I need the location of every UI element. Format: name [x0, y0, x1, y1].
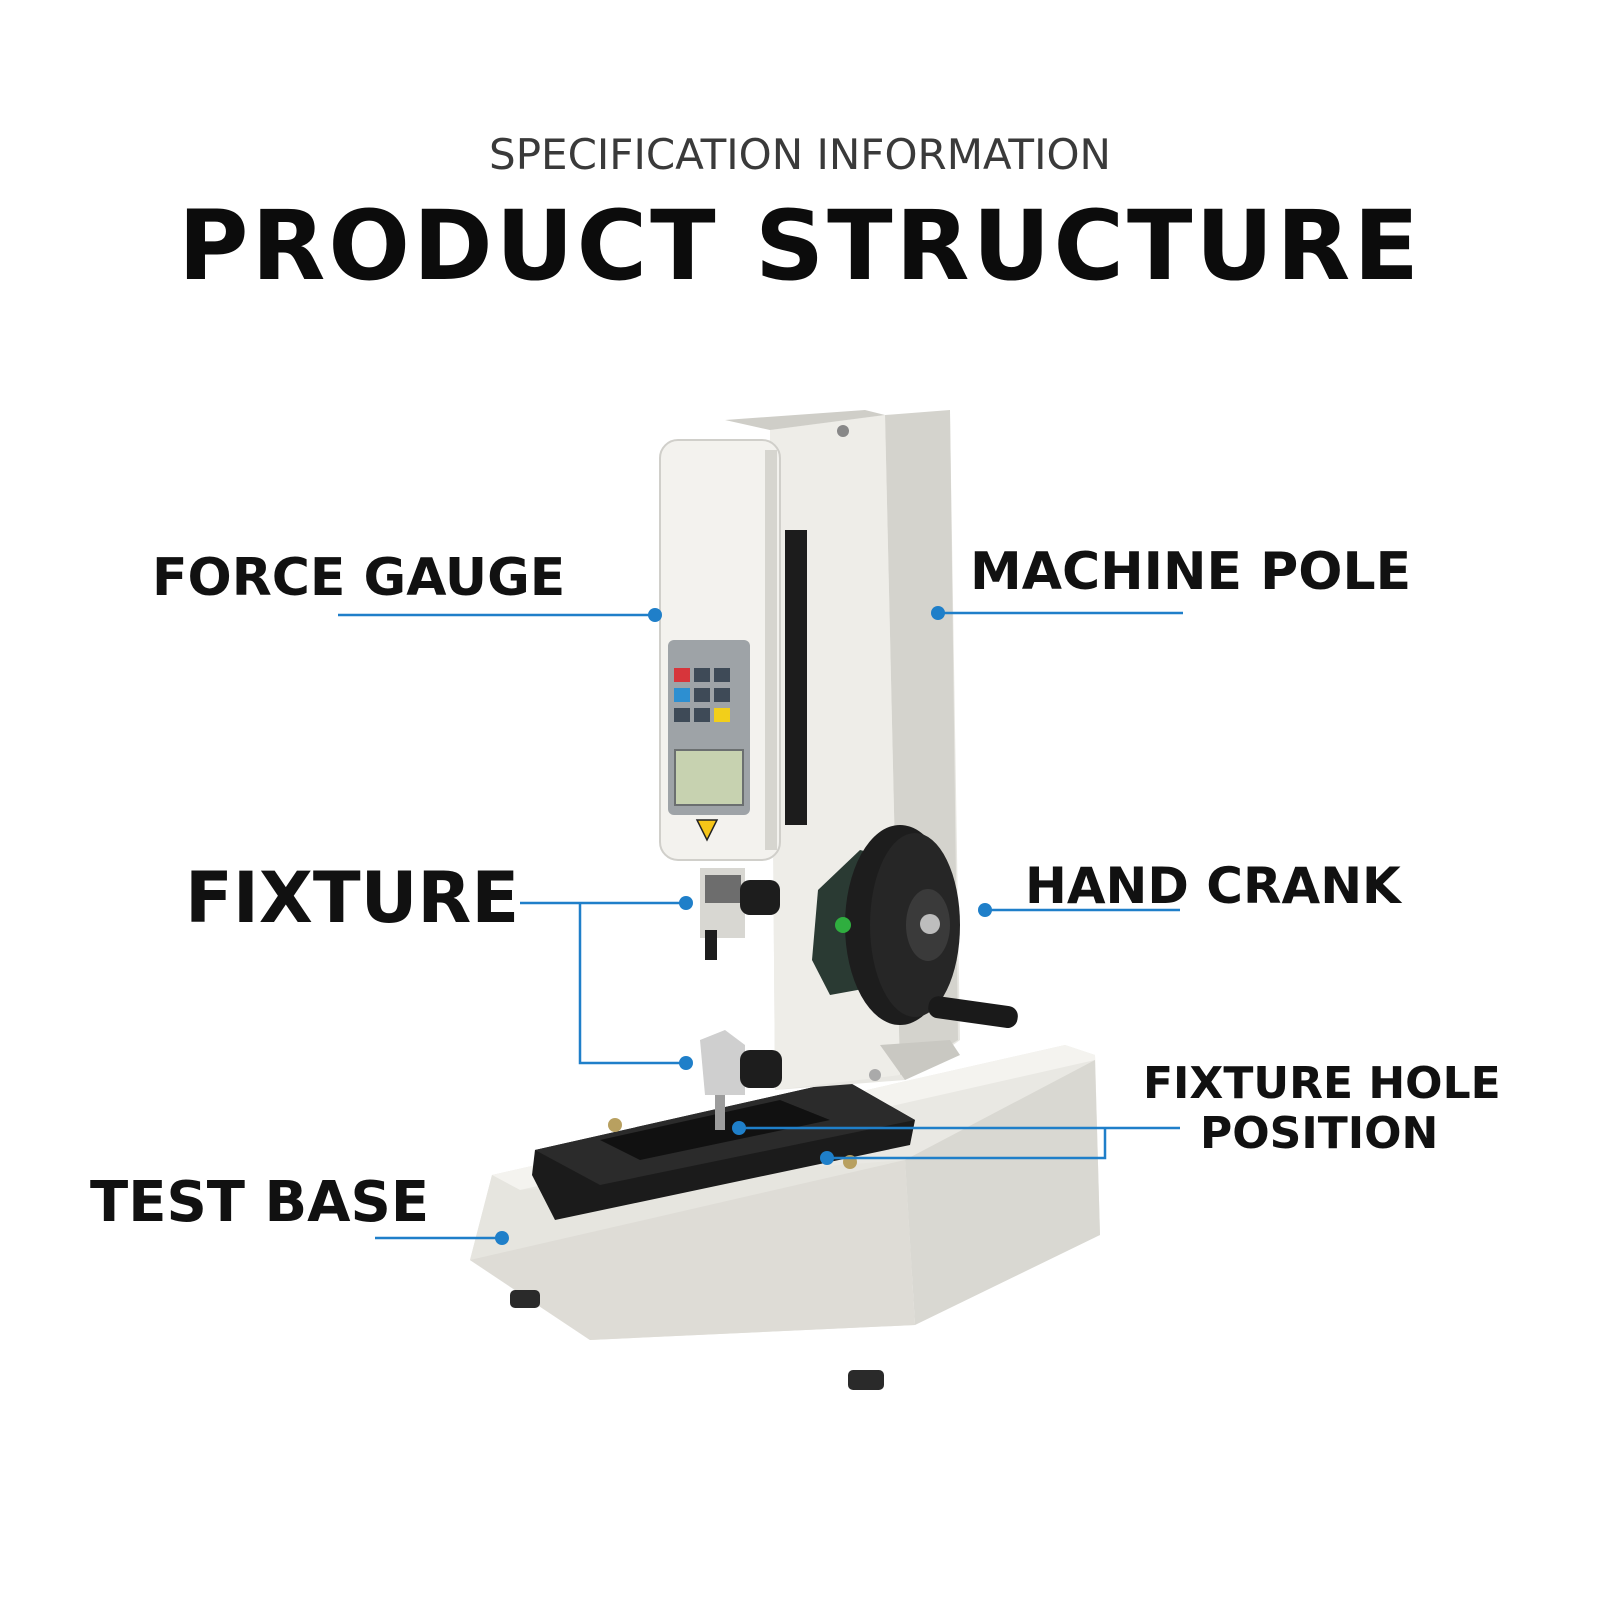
dot-fixture-hole-1 [732, 1121, 746, 1135]
dot-fixture-hole-2 [820, 1151, 834, 1165]
dot-fixture-lower [679, 1056, 693, 1070]
dot-test-base [495, 1231, 509, 1245]
label-hand-crank: HAND CRANK [1025, 857, 1401, 915]
dot-machine-pole [931, 606, 945, 620]
upper-fixture [700, 868, 780, 960]
test-base-body [470, 1045, 1100, 1390]
blue-key [674, 688, 690, 702]
callout-fixture-lower [578, 903, 685, 1065]
foot-left [510, 1290, 540, 1308]
callout-dots [495, 606, 992, 1245]
subtitle: SPECIFICATION INFORMATION [489, 130, 1111, 179]
dot-force-gauge [648, 608, 662, 622]
hand-crank [812, 825, 1018, 1029]
page-title: PRODUCT STRUCTURE [178, 190, 1422, 302]
label-machine-pole: MACHINE POLE [970, 542, 1412, 602]
force-gauge [659, 439, 781, 861]
warning-icon [695, 819, 719, 842]
label-fixture-hole-position-line1: FIXTURE HOLE [1143, 1058, 1501, 1109]
foot-right [848, 1370, 884, 1390]
dot-fixture-upper [679, 896, 693, 910]
pole-rail [785, 530, 807, 825]
label-test-base: TEST BASE [90, 1170, 430, 1235]
callout-lines [338, 611, 1183, 1240]
callout-fixture-hole-2 [828, 1128, 1107, 1160]
screw [608, 1118, 622, 1132]
dot-hand-crank [978, 903, 992, 917]
label-fixture-hole-position-line2: POSITION [1200, 1108, 1439, 1159]
label-fixture: FIXTURE [185, 857, 520, 939]
yellow-key [714, 708, 730, 722]
green-knob [835, 917, 851, 933]
red-key [674, 668, 690, 682]
gauge-lcd [674, 749, 744, 806]
lower-fixture [700, 1030, 782, 1130]
label-force-gauge: FORCE GAUGE [152, 548, 566, 608]
